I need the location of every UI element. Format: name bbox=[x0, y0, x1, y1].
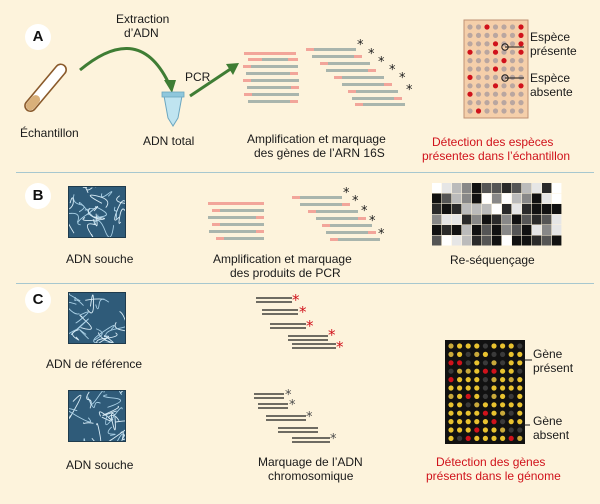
panel-badge-b: B bbox=[25, 183, 51, 209]
svg-text:*: * bbox=[299, 303, 307, 321]
pcr-products-line2: des produits de PCR bbox=[230, 266, 341, 280]
pcr-label: PCR bbox=[185, 70, 211, 84]
pcr-products-line1: Amplification et marquage bbox=[213, 252, 352, 266]
reference-dna-label: ADN de référence bbox=[46, 357, 143, 371]
divider-bc bbox=[16, 283, 594, 284]
svg-text:*: * bbox=[330, 432, 337, 447]
svg-text:*: * bbox=[285, 388, 292, 403]
reference-labeled-dna bbox=[256, 297, 336, 349]
species-detection-line2: présentes dans l’échantillon bbox=[422, 149, 571, 163]
gene-absent-line2: absent bbox=[533, 428, 570, 442]
svg-text:*: * bbox=[378, 227, 385, 242]
divider-ab bbox=[16, 172, 594, 173]
species-detection-line1: Détection des espèces bbox=[432, 135, 554, 149]
svg-text:*: * bbox=[336, 338, 344, 356]
svg-text:*: * bbox=[369, 214, 376, 229]
total-dna-label: ADN total bbox=[143, 134, 195, 148]
gene-present-line2: présent bbox=[533, 361, 574, 375]
svg-text:*: * bbox=[343, 186, 350, 201]
amplification-16s-line2: des gènes de l’ARN 16S bbox=[254, 146, 385, 160]
labeling-line2: chromosomique bbox=[268, 469, 354, 483]
svg-text:*: * bbox=[406, 83, 413, 98]
svg-text:*: * bbox=[389, 63, 396, 78]
labeled-strands-a2 bbox=[306, 48, 405, 106]
labeling-line1: Marquage de l’ADN bbox=[258, 455, 363, 469]
svg-text:*: * bbox=[361, 204, 368, 219]
svg-text:*: * bbox=[357, 38, 364, 53]
reference-dna-micrograph bbox=[68, 292, 126, 344]
svg-text:*: * bbox=[328, 326, 336, 344]
strain-labeled-dna bbox=[254, 393, 330, 443]
gene-detection-line2: présents dans le génome bbox=[426, 469, 561, 483]
species-absent-line1: Espèce bbox=[530, 71, 571, 85]
svg-text:*: * bbox=[378, 55, 385, 70]
test-tube-icon bbox=[24, 63, 67, 113]
svg-text:*: * bbox=[352, 194, 359, 209]
strain-dna-label-c: ADN souche bbox=[66, 458, 134, 472]
star-marker-icon: *** *** bbox=[357, 38, 413, 98]
svg-text:*: * bbox=[289, 398, 296, 413]
labeled-pcr-strands-b2 bbox=[292, 196, 380, 241]
resequencing-label: Re-séquençage bbox=[450, 253, 535, 267]
genome-microarray bbox=[445, 340, 525, 444]
microtube-icon bbox=[161, 91, 185, 127]
species-absent-line2: absente bbox=[530, 85, 573, 99]
pcr-product-strands-b1 bbox=[208, 202, 264, 240]
amplification-16s-line1: Amplification et marquage bbox=[247, 132, 386, 146]
svg-text:*: * bbox=[368, 47, 375, 62]
species-present-line1: Espèce bbox=[530, 30, 571, 44]
amplicon-strands-a1 bbox=[243, 52, 299, 103]
species-present-line2: présente bbox=[530, 44, 577, 58]
gene-detection-line1: Détection des gènes bbox=[436, 455, 546, 469]
sample-label: Échantillon bbox=[20, 126, 79, 140]
svg-text:*: * bbox=[399, 71, 406, 86]
resequencing-array bbox=[432, 183, 562, 246]
strain-dna-micrograph-c bbox=[68, 390, 126, 442]
panel-badge-c: C bbox=[25, 287, 51, 313]
gene-absent-line1: Gène bbox=[533, 414, 563, 428]
extraction-label-line1: Extraction bbox=[116, 12, 170, 26]
strain-dna-micrograph-b bbox=[68, 186, 126, 238]
svg-text:*: * bbox=[306, 410, 313, 425]
svg-text:*: * bbox=[292, 291, 300, 309]
svg-text:*: * bbox=[306, 317, 314, 335]
panel-badge-a: A bbox=[25, 24, 51, 50]
gene-present-line1: Gène bbox=[533, 347, 563, 361]
strain-dna-label-b: ADN souche bbox=[66, 252, 134, 266]
extraction-label-line2: d’ADN bbox=[124, 26, 159, 40]
